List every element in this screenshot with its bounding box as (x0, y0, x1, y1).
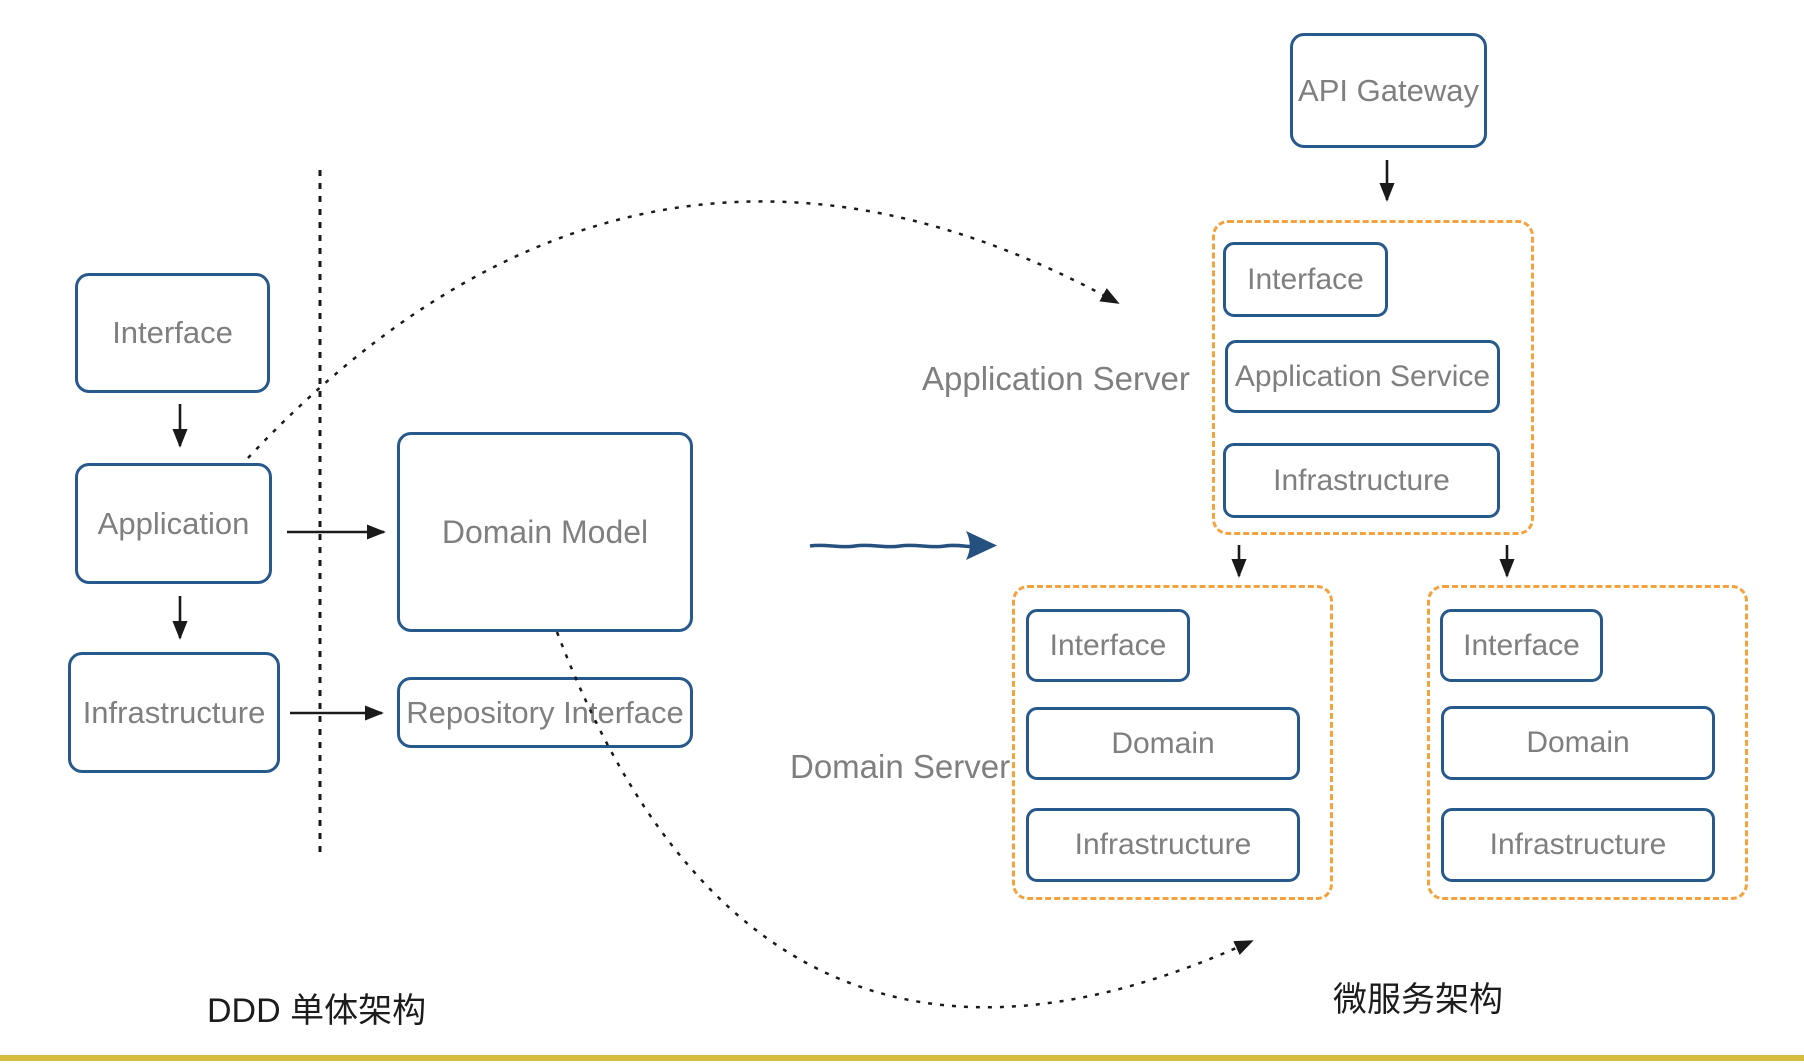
application-server-label: Application Server (922, 360, 1190, 397)
domain-server-1-interface-box: Interface (1026, 609, 1190, 682)
app-server-interface-box: Interface (1223, 242, 1388, 317)
app-server-application-service-box: Application Service (1225, 340, 1500, 413)
footer-accent-line (0, 1055, 1804, 1061)
app-server-infrastructure-box: Infrastructure (1223, 443, 1500, 518)
domain-server-2-infrastructure-box: Infrastructure (1441, 808, 1715, 882)
repository-interface-box: Repository Interface (397, 677, 693, 748)
monolith-infrastructure-box: Infrastructure (68, 652, 280, 773)
monolith-interface-box: Interface (75, 273, 270, 393)
domain-server-2-cluster (1427, 585, 1748, 900)
transition-arrow-shaft (809, 543, 976, 549)
api-gateway-box: API Gateway (1290, 33, 1487, 148)
domain-server-1-domain-box: Domain (1026, 707, 1300, 780)
domain-server-1-infrastructure-box: Infrastructure (1026, 808, 1300, 882)
monolith-application-box: Application (75, 463, 272, 584)
transition-arrow-head (966, 531, 997, 560)
domain-server-label: Domain Server (790, 748, 1011, 785)
microservices-caption: 微服务架构 (1333, 981, 1503, 1019)
curve-application-to-application-server (247, 200, 1120, 459)
application-server-cluster (1212, 220, 1534, 535)
domain-server-2-interface-box: Interface (1440, 609, 1603, 682)
domain-server-2-domain-box: Domain (1441, 706, 1715, 780)
domain-model-box: Domain Model (397, 432, 693, 632)
monolith-caption: DDD 单体架构 (207, 992, 427, 1030)
